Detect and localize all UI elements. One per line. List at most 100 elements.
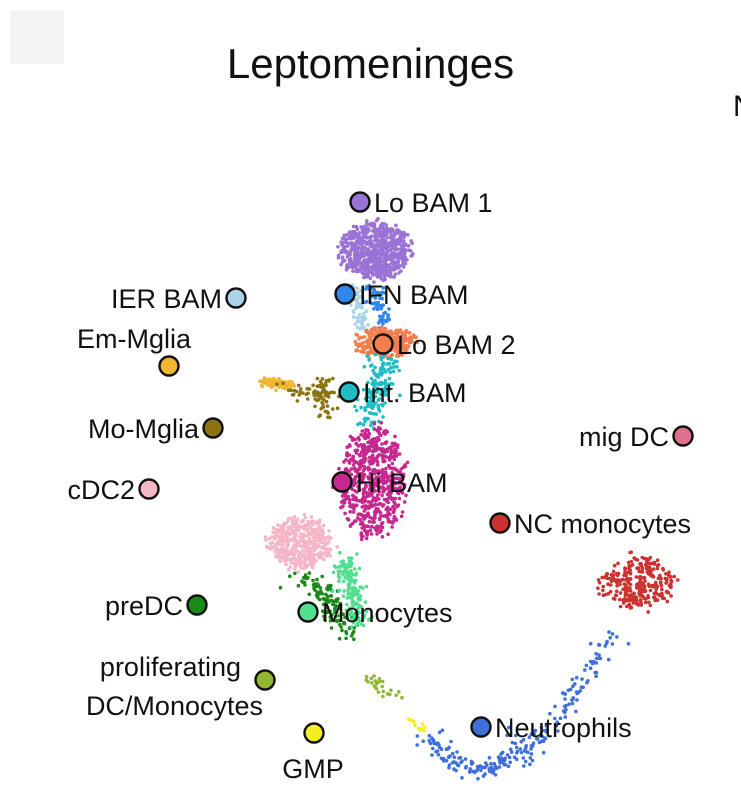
point-hi-bam bbox=[393, 502, 397, 506]
point-hi-bam bbox=[370, 490, 375, 495]
point-monocytes bbox=[350, 603, 355, 607]
point-ifn-bam bbox=[363, 300, 367, 305]
point-neutrophils bbox=[499, 752, 503, 756]
point-nc-monocytes bbox=[618, 582, 622, 587]
point-hi-bam bbox=[381, 456, 385, 460]
point-cdc2 bbox=[321, 531, 326, 535]
point-int-bam bbox=[395, 359, 399, 364]
point-hi-bam bbox=[391, 488, 396, 492]
point-int-bam bbox=[389, 357, 394, 362]
point-lo-bam-2 bbox=[355, 348, 360, 353]
point-lo-bam-1 bbox=[356, 263, 360, 267]
point-lo-bam-1 bbox=[343, 244, 348, 249]
point-lo-bam-1 bbox=[394, 223, 398, 228]
point-hi-bam bbox=[383, 449, 387, 453]
point-cdc2 bbox=[309, 515, 314, 519]
point-ier-bam bbox=[358, 294, 362, 299]
point-monocytes bbox=[336, 574, 341, 579]
point-hi-bam bbox=[400, 491, 405, 495]
point-neutrophils bbox=[487, 756, 492, 760]
point-ifn-bam bbox=[380, 316, 384, 320]
point-predc bbox=[344, 636, 348, 641]
point-mo-mglia bbox=[318, 395, 323, 400]
point-hi-bam bbox=[391, 496, 395, 501]
point-hi-bam bbox=[366, 428, 370, 433]
point-ier-bam bbox=[362, 326, 366, 330]
point-int-bam bbox=[380, 403, 385, 408]
point-lo-bam-1 bbox=[336, 253, 341, 258]
point-monocytes bbox=[355, 552, 359, 556]
point-neutrophils bbox=[498, 761, 503, 765]
point-neutrophils bbox=[519, 740, 523, 744]
point-predc bbox=[321, 602, 326, 607]
point-predc bbox=[328, 619, 333, 623]
point-hi-bam bbox=[347, 501, 352, 505]
point-neutrophils bbox=[588, 666, 593, 670]
point-lo-bam-1 bbox=[374, 218, 379, 223]
point-ier-bam bbox=[355, 286, 360, 291]
point-lo-bam-2 bbox=[384, 330, 388, 334]
point-predc bbox=[334, 609, 339, 614]
point-cdc2 bbox=[290, 556, 295, 561]
point-hi-bam bbox=[343, 511, 347, 516]
point-mo-mglia bbox=[306, 391, 310, 396]
point-hi-bam bbox=[357, 437, 361, 442]
label-neutrophils: Neutrophils bbox=[495, 713, 632, 743]
point-int-bam bbox=[367, 411, 372, 415]
point-neutrophils bbox=[594, 674, 598, 678]
point-gmp bbox=[412, 720, 416, 724]
point-hi-bam bbox=[380, 525, 385, 530]
point-hi-bam bbox=[386, 517, 391, 521]
point-nc-monocytes bbox=[664, 572, 668, 576]
point-hi-bam bbox=[376, 479, 381, 483]
point-predc bbox=[320, 574, 325, 579]
point-hi-bam bbox=[400, 510, 405, 514]
point-mo-mglia bbox=[295, 399, 300, 403]
point-lo-bam-1 bbox=[385, 235, 390, 240]
point-neutrophils bbox=[514, 745, 519, 750]
point-int-bam bbox=[378, 366, 383, 371]
point-cdc2 bbox=[307, 540, 312, 544]
point-neutrophils bbox=[483, 761, 488, 765]
point-nc-monocytes bbox=[642, 584, 647, 588]
point-nc-monocytes bbox=[601, 584, 606, 589]
point-int-bam bbox=[387, 361, 391, 366]
point-gmp bbox=[420, 722, 425, 726]
point-hi-bam bbox=[361, 491, 366, 496]
point-ifn-bam bbox=[385, 317, 390, 322]
point-neutrophils bbox=[452, 767, 456, 771]
point-nc-monocytes bbox=[622, 582, 627, 586]
point-nc-monocytes bbox=[601, 588, 605, 593]
point-nc-monocytes bbox=[626, 560, 631, 565]
point-ifn-bam bbox=[379, 292, 384, 296]
point-nc-monocytes bbox=[651, 567, 656, 571]
point-neutrophils bbox=[521, 737, 526, 742]
point-cdc2 bbox=[300, 538, 304, 543]
point-hi-bam bbox=[394, 481, 398, 486]
point-hi-bam bbox=[356, 444, 361, 448]
point-hi-bam bbox=[394, 486, 398, 491]
point-lo-bam-1 bbox=[355, 227, 360, 231]
point-hi-bam bbox=[383, 432, 388, 436]
point-lo-bam-1 bbox=[396, 262, 400, 267]
point-lo-bam-1 bbox=[352, 252, 357, 256]
point-cdc2 bbox=[274, 554, 278, 559]
point-em-mglia bbox=[289, 380, 294, 384]
point-neutrophils bbox=[561, 709, 566, 713]
point-em-mglia bbox=[290, 383, 295, 388]
point-neutrophils bbox=[541, 739, 546, 743]
point-lo-bam-2 bbox=[403, 330, 407, 335]
point-lo-bam-1 bbox=[390, 244, 395, 248]
point-cdc2 bbox=[297, 527, 301, 532]
point-lo-bam-1 bbox=[377, 267, 381, 271]
point-lo-bam-2 bbox=[359, 349, 363, 354]
point-cdc2 bbox=[305, 544, 310, 549]
point-predc bbox=[326, 587, 330, 592]
point-cdc2 bbox=[294, 546, 298, 550]
point-hi-bam bbox=[371, 456, 375, 461]
point-int-bam bbox=[370, 363, 374, 367]
point-cdc2 bbox=[293, 517, 298, 522]
point-nc-monocytes bbox=[637, 569, 641, 573]
point-proliferating-dc-monocytes bbox=[369, 676, 374, 681]
point-monocytes bbox=[346, 592, 350, 596]
